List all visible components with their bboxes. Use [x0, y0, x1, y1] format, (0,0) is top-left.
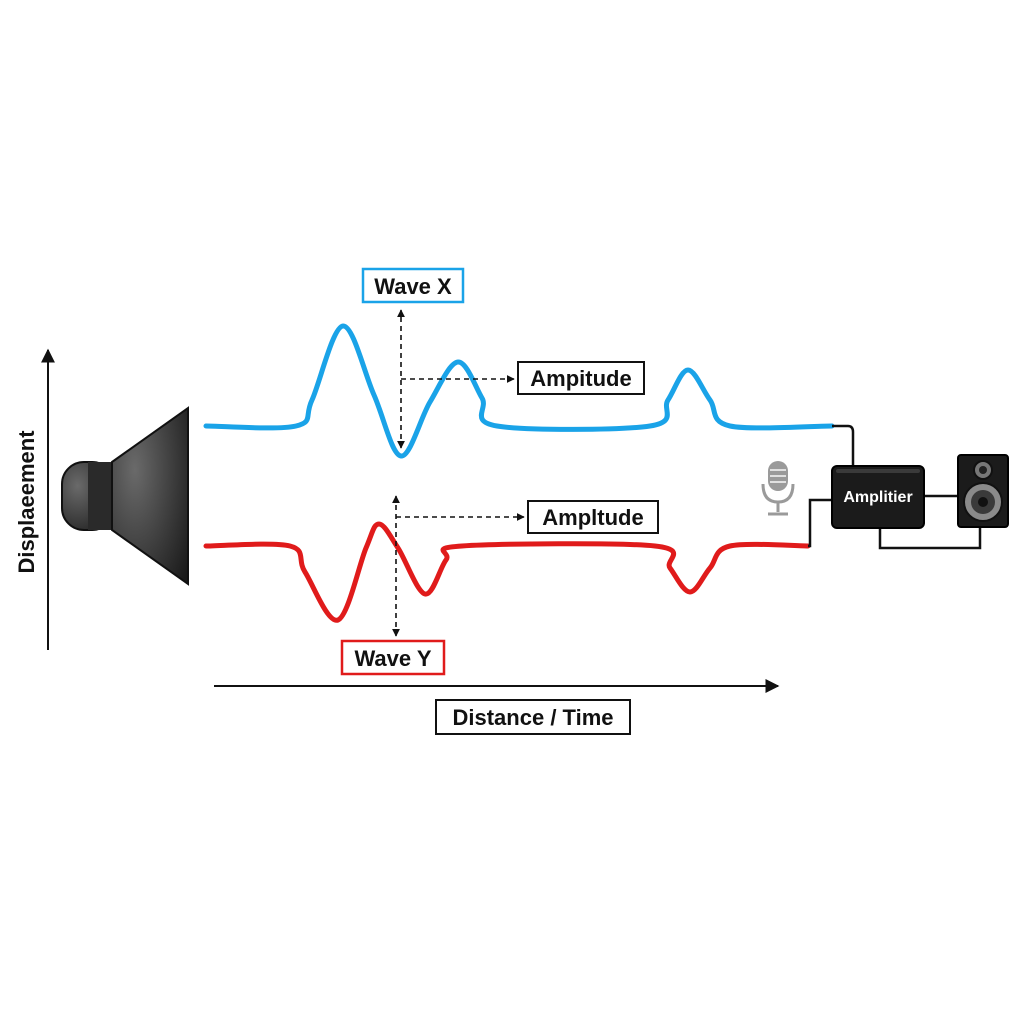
wave-y-amplitude-label: Ampltude: [542, 505, 643, 530]
wave-y-amplitude-box: [527, 500, 659, 534]
wave-x-amplitude-box: [517, 361, 645, 395]
wave-y-cable: [808, 498, 834, 548]
wave-x-amplitude-label: Ampitude: [530, 366, 631, 391]
wave-x-curve: [203, 323, 835, 459]
wave-x-label-box: [361, 267, 465, 304]
speaker-cabinet-icon: [957, 454, 1009, 528]
x-axis-label-box: [435, 699, 631, 735]
wave-y-label: Wave Y: [354, 646, 431, 671]
wave-y-curve: [203, 521, 811, 623]
wave-y-label-box: [340, 639, 446, 676]
microphone-icon: [761, 461, 795, 516]
loudspeaker-icon: [61, 406, 189, 586]
wave-x-label: Wave X: [374, 274, 452, 299]
output-cable: [878, 526, 982, 550]
amplifier-label: Amplitier: [843, 489, 912, 506]
x-axis-label: Distance / Time: [453, 705, 614, 730]
wave-x-cable: [832, 424, 855, 466]
y-axis-label: Displaeement: [14, 430, 39, 574]
amplifier-box-icon: [831, 465, 925, 529]
